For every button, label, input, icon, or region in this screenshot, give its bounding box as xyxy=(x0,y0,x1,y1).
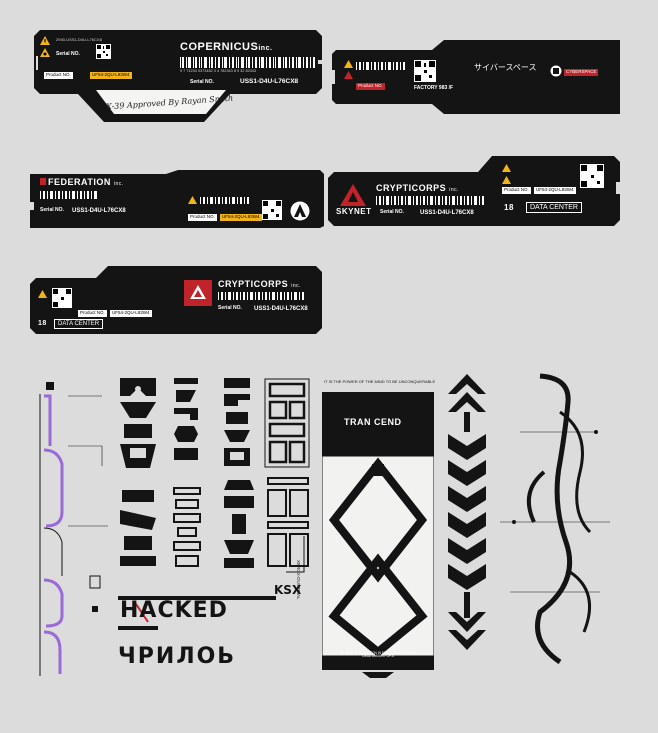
crypticorps-skynet-serial-value: USS1-D4U-L76CX8 xyxy=(420,210,474,216)
federation-brand: FEDERATION inc. xyxy=(40,178,124,187)
crypticorps-skynet-product-value: UF54-2QU-L93W4 xyxy=(534,187,576,194)
copernicus-tag-shape xyxy=(34,30,322,122)
crypticorps-brand: CRYPTICORPS inc. xyxy=(218,279,301,289)
hacked-text: HACKED xyxy=(120,598,228,623)
copernicus-barcode-digits: 9 7 71234 0373482 3 4 782343 8 9 32 8234… xyxy=(180,69,257,73)
hacked-sticker: HACKED xyxy=(118,596,276,630)
copernicus-product-value: UF54-2QU-L93W4 xyxy=(90,72,132,79)
barcode xyxy=(200,197,249,204)
side-label: XEROX-DUSTRIAL xyxy=(296,560,301,600)
copernicus-serial-label-2: Serial NO. xyxy=(190,79,214,85)
calligraphic-flourish xyxy=(500,372,610,668)
glyph-box-outline xyxy=(264,378,310,468)
violet-bracket-strip xyxy=(38,376,110,682)
crypticorps-skynet-brand: CRYPTICORPS inc. xyxy=(376,183,459,193)
barcode xyxy=(356,62,405,70)
glyph-stack-7 xyxy=(266,476,310,574)
federation-serial-label: Serial NO. xyxy=(40,207,64,213)
warning-icon xyxy=(344,60,353,68)
qr-code xyxy=(262,200,282,220)
glyph-stack-3 xyxy=(222,376,252,468)
copernicus-serial-value: USS1-D4U-L76CX8 xyxy=(240,78,299,85)
crypticorps-skynet-tag: SKYNET CRYPTICORPS inc. Serial NO. USS1-… xyxy=(328,156,620,226)
bottom-glyph-word: ЧРИЛОЬ xyxy=(118,644,278,674)
tall-panel-bottom-text: BE WISE IN DECEPTION IN EMOTION IS EITHE… xyxy=(340,651,416,659)
warning-icon xyxy=(502,176,511,184)
cyberspace-badge: CYBERSPACE xyxy=(564,69,599,76)
qr-code xyxy=(96,44,111,59)
glyph-stack-5 xyxy=(172,486,202,568)
glyph-stack-1 xyxy=(116,376,160,472)
crypticorps-logo xyxy=(184,280,212,306)
glyph-stack-4 xyxy=(118,488,158,568)
copernicus-product-label: Product NO. xyxy=(44,72,73,79)
crypticorps-skynet-serial-label: Serial NO. xyxy=(380,209,404,215)
crypticorps-product-label: Product NO. xyxy=(78,310,107,317)
copernicus-small-serial: 2940-USS1-D4U-L76CX8 xyxy=(56,37,102,42)
qr-code xyxy=(580,164,604,188)
tall-panel: IT IS THE POWER OF THE MIND TO BE UNCONQ… xyxy=(321,379,436,680)
federation-tag-shape xyxy=(30,170,324,228)
barcode xyxy=(376,196,484,205)
qr-code xyxy=(52,288,72,308)
warning-icon xyxy=(502,164,511,172)
circle-logo-icon xyxy=(550,65,562,77)
cyberspace-tag: Product NO. FACTORY 983 /F サイバースペース CYBE… xyxy=(332,40,620,114)
crypticorps-serial-label: Serial NO. xyxy=(218,305,242,311)
skynet-logo-text: SKYNET xyxy=(336,207,372,216)
crypticorps-dc-label: DATA CENTER xyxy=(54,319,104,329)
glyph-stack-2 xyxy=(172,376,200,462)
factory-code: FACTORY 983 /F xyxy=(414,85,454,91)
federation-serial-value: USS1-D4U-L76CX8 xyxy=(72,208,126,214)
crypticorps-skynet-dc-label: DATA CENTER xyxy=(526,202,582,213)
copernicus-brand: COPERNICUSinc. xyxy=(180,41,273,53)
crypticorps-dc-number: 18 xyxy=(38,320,47,327)
bottom-glyph-text: ЧРИЛОЬ xyxy=(118,644,237,669)
ksx-text: KSX xyxy=(274,583,302,597)
skynet-logo-icon xyxy=(340,184,366,206)
transcend-text: TRAN CEND xyxy=(344,417,402,427)
copernicus-serial-label: Serial NO. xyxy=(56,51,80,57)
a-logo-icon xyxy=(290,201,310,221)
ksx-sticker: KSX xyxy=(272,578,312,618)
crypticorps-serial-value: USS1-D4U-L76CX8 xyxy=(254,306,308,312)
crypticorps-skynet-shape xyxy=(328,156,620,226)
federation-product-label: Product NO. xyxy=(188,214,217,221)
cyberspace-product-label: Product NO. xyxy=(356,83,385,90)
crypticorps-tag: Product NO. UF54-2QU-L93W4 18 DATA CENTE… xyxy=(30,266,322,334)
glyph-stack-6 xyxy=(222,478,256,570)
copernicus-tag: 2940-USS1-D4U-L76CX8 Serial NO. Product … xyxy=(34,30,322,124)
warning-icon xyxy=(40,36,50,45)
jp-text: サイバースペース xyxy=(474,63,537,72)
cyberspace-tag-shape xyxy=(332,40,620,114)
federation-product-value: UF54-2QU-L93W4 xyxy=(220,214,262,221)
warning-icon xyxy=(188,196,197,204)
warning-icon xyxy=(38,290,47,298)
barcode xyxy=(180,57,315,68)
crypticorps-skynet-dc-number: 18 xyxy=(504,203,514,212)
qr-code xyxy=(414,60,436,82)
federation-tag: FEDERATION inc. Serial NO. USS1-D4U-L76C… xyxy=(30,170,324,228)
hazard-icon xyxy=(40,48,50,57)
chain-column xyxy=(444,372,490,652)
barcode xyxy=(40,191,97,199)
barcode xyxy=(218,292,304,300)
tall-panel-top-text: IT IS THE POWER OF THE MIND TO BE UNCONQ… xyxy=(324,379,436,384)
warning-icon xyxy=(344,71,353,79)
crypticorps-product-value: UF54-2QU-L93W4 xyxy=(110,310,152,317)
crypticorps-skynet-product-label: Product NO. xyxy=(502,187,531,194)
crypticorps-tag-shape xyxy=(30,266,322,334)
